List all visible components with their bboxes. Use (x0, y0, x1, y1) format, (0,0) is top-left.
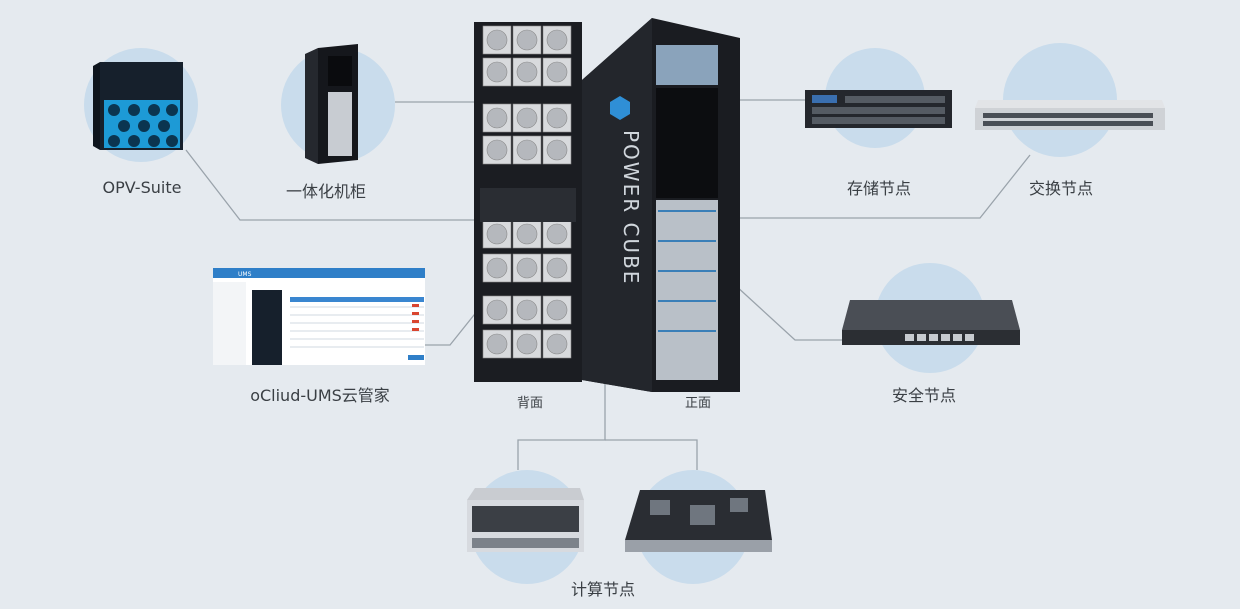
fan-icon (546, 299, 568, 321)
fan-icon (486, 333, 508, 355)
fan-icon (486, 107, 508, 129)
label-storage-node: 存储节点 (846, 179, 912, 198)
fan-icon (486, 257, 508, 279)
fan-icon (516, 107, 538, 129)
label-integrated-cabinet: 一体化机柜 (285, 182, 367, 201)
storage-device-icon (805, 90, 952, 128)
fan-icon (516, 333, 538, 355)
label-compute-node: 计算节点 (570, 580, 636, 599)
label-opv-suite: OPV-Suite (102, 178, 182, 197)
back-rack-image (474, 22, 582, 382)
security-device-icon (842, 300, 1020, 345)
label-back: 背面 (516, 396, 544, 411)
cabinet-icon (305, 44, 358, 164)
fan-icon (516, 29, 538, 51)
ums-screenshot: UMS (213, 268, 425, 365)
fan-icon (546, 29, 568, 51)
front-rack-image: POWER CUBE (582, 18, 740, 392)
fan-icon (546, 223, 568, 245)
fan-icon (546, 107, 568, 129)
label-security-node: 安全节点 (891, 386, 957, 405)
connector-lines (185, 99, 1031, 470)
fan-icon (486, 223, 508, 245)
fan-icon (546, 61, 568, 83)
fan-icon (486, 139, 508, 161)
fan-icon (516, 223, 538, 245)
ums-title-text: UMS (238, 271, 252, 278)
rack-brand-text: POWER CUBE (619, 130, 643, 285)
fan-icon (516, 257, 538, 279)
fan-icon (546, 333, 568, 355)
fan-icon (546, 139, 568, 161)
fan-icon (486, 299, 508, 321)
label-front: 正面 (684, 396, 712, 411)
fan-icon (486, 29, 508, 51)
label-ums: oCliud-UMS云管家 (250, 386, 390, 405)
fan-icon (486, 61, 508, 83)
fan-icon (516, 139, 538, 161)
fan-icon (516, 61, 538, 83)
fan-icon (546, 257, 568, 279)
opv-suite-box-icon (93, 62, 183, 150)
label-switch-node: 交换节点 (1028, 179, 1094, 198)
fan-icon (516, 299, 538, 321)
compute-server-1-icon (467, 488, 584, 552)
switch-device-icon (975, 100, 1165, 130)
compute-server-2-icon (625, 490, 772, 552)
